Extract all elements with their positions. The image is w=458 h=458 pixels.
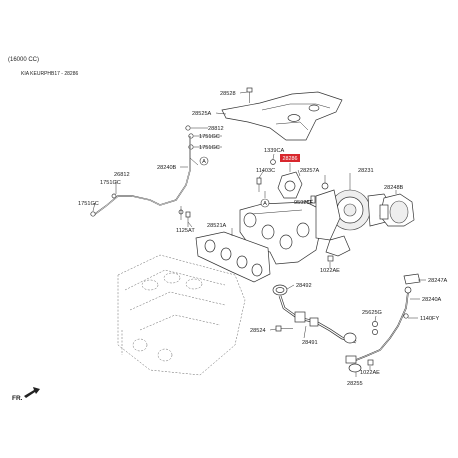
leader-lines [92, 91, 426, 377]
label-28521A[interactable]: 28521A [207, 223, 227, 229]
front-label: FR. [12, 395, 23, 402]
sensor-95925F[interactable] [310, 195, 316, 204]
label-28524[interactable]: 28524 [250, 328, 266, 334]
label-28257A[interactable]: 28257A [300, 168, 320, 174]
nut-1022AE-lower[interactable] [367, 359, 374, 366]
washer-25625G[interactable] [372, 321, 378, 335]
label-28231[interactable]: 28231 [358, 168, 374, 174]
label-1140FY[interactable]: 1140FY [420, 316, 439, 322]
label-28247A[interactable]: 28247A [428, 278, 448, 284]
manifold-gasket[interactable] [195, 231, 271, 283]
stud-1339CA[interactable] [270, 159, 276, 165]
highlighted-part-badge[interactable]: 28286 [280, 154, 300, 162]
oil-return-pipe[interactable] [278, 295, 357, 344]
nut-1022AE-upper[interactable] [327, 255, 334, 262]
label-1751GC-d[interactable]: 1751GC [78, 201, 99, 207]
label-1751GC-b[interactable]: 1751GC [199, 145, 220, 151]
label-28492[interactable]: 28492 [296, 283, 312, 289]
ref-mark-a-2-label: A [263, 201, 267, 207]
ref-mark-a-2: A [260, 198, 270, 208]
label-1125AT[interactable]: 1125AT [176, 228, 195, 234]
engine-block [117, 254, 246, 376]
highlighted-part-number: 28286 [283, 156, 298, 162]
heat-shield[interactable] [221, 91, 343, 141]
nut-11403C[interactable] [256, 177, 262, 192]
label-1751GC-c[interactable]: 1751GC [100, 180, 121, 186]
label-1022AE-b[interactable]: 1022AE [360, 370, 380, 376]
label-25625G[interactable]: 25625G [362, 310, 382, 316]
label-28240A[interactable]: 28240A [422, 297, 442, 303]
label-26812[interactable]: 26812 [114, 172, 130, 178]
label-28248B[interactable]: 28248B [384, 185, 404, 191]
label-28528[interactable]: 28528 [220, 91, 236, 97]
bolt-1125AT[interactable] [185, 211, 191, 227]
bolt-28524[interactable] [275, 325, 293, 332]
gasket-28247A[interactable] [403, 273, 421, 285]
oil-line-28240A[interactable] [345, 286, 412, 364]
label-11403C[interactable]: 11403C [256, 168, 275, 174]
part-labels: 28528 28525A 28812 1751GC 1751GC 28240B … [78, 91, 448, 387]
ref-mark-a-1-label: A [202, 159, 206, 165]
capacity-label: (16000 CC) [8, 57, 40, 63]
bolt-28528[interactable] [246, 87, 253, 103]
label-28491[interactable]: 28491 [302, 340, 318, 346]
label-1751GC-a[interactable]: 1751GC [199, 134, 220, 140]
label-28240B[interactable]: 28240B [157, 165, 177, 171]
gasket-28255[interactable] [348, 363, 362, 373]
label-28525A[interactable]: 28525A [192, 111, 212, 117]
turbocharger[interactable] [315, 175, 391, 257]
oil-feed-pipe[interactable] [90, 136, 191, 220]
gasket-28492[interactable] [272, 284, 288, 296]
catalog-code-label: KIA KEURPHB17 - 28286 [21, 71, 79, 77]
label-95925F[interactable]: 95925F [294, 200, 314, 206]
label-28255[interactable]: 28255 [347, 381, 363, 387]
label-1339CA[interactable]: 1339CA [264, 148, 284, 154]
gasket-28286[interactable] [277, 171, 303, 199]
wastegate-actuator[interactable] [379, 193, 415, 227]
front-arrow-icon [24, 387, 40, 398]
label-1022AE-a[interactable]: 1022AE [320, 268, 340, 274]
label-28812[interactable]: 28812 [208, 126, 224, 132]
ref-mark-a-1: A [199, 156, 209, 166]
front-direction-mark: FR. [12, 387, 40, 402]
